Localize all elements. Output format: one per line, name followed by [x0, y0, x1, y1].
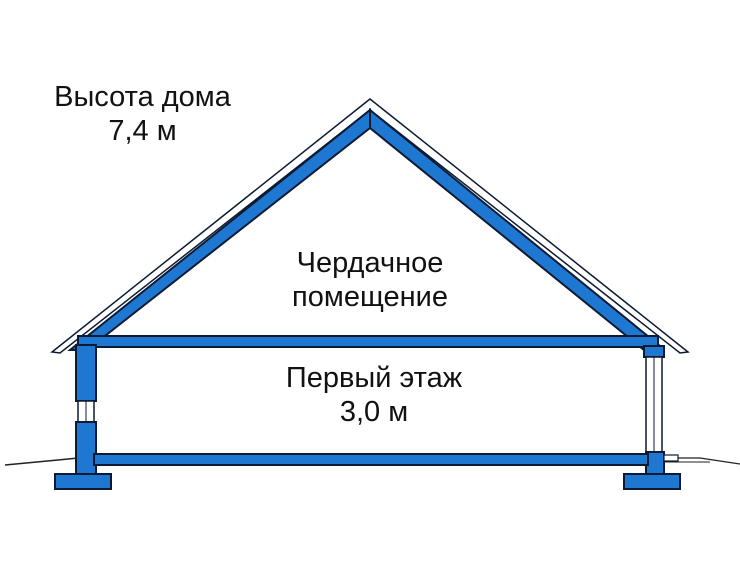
foundation-left	[54, 473, 112, 490]
entry-step	[663, 454, 679, 462]
ceiling-slab	[77, 335, 659, 348]
right-wall-top	[643, 345, 665, 358]
house-height-value: 7,4 м	[108, 115, 177, 147]
left-wall-lower	[75, 421, 97, 475]
floor-slab	[93, 453, 649, 466]
roof-rafter-right	[369, 107, 663, 352]
foundation-right	[623, 473, 681, 490]
ground-line-left	[4, 457, 79, 466]
house-height-title: Высота дома	[54, 81, 231, 113]
first-floor-title: Первый этаж	[285, 362, 463, 394]
attic-label: Чердачное помещение	[255, 246, 485, 314]
first-floor-label: Первый этаж 3,0 м	[248, 361, 500, 429]
first-floor-height: 3,0 м	[339, 396, 409, 428]
attic-label-line2: помещение	[292, 281, 448, 313]
left-wall-upper	[75, 344, 97, 402]
house-height-label: Высота дома 7,4 м	[20, 80, 265, 148]
attic-label-line1: Чердачное	[296, 247, 444, 279]
